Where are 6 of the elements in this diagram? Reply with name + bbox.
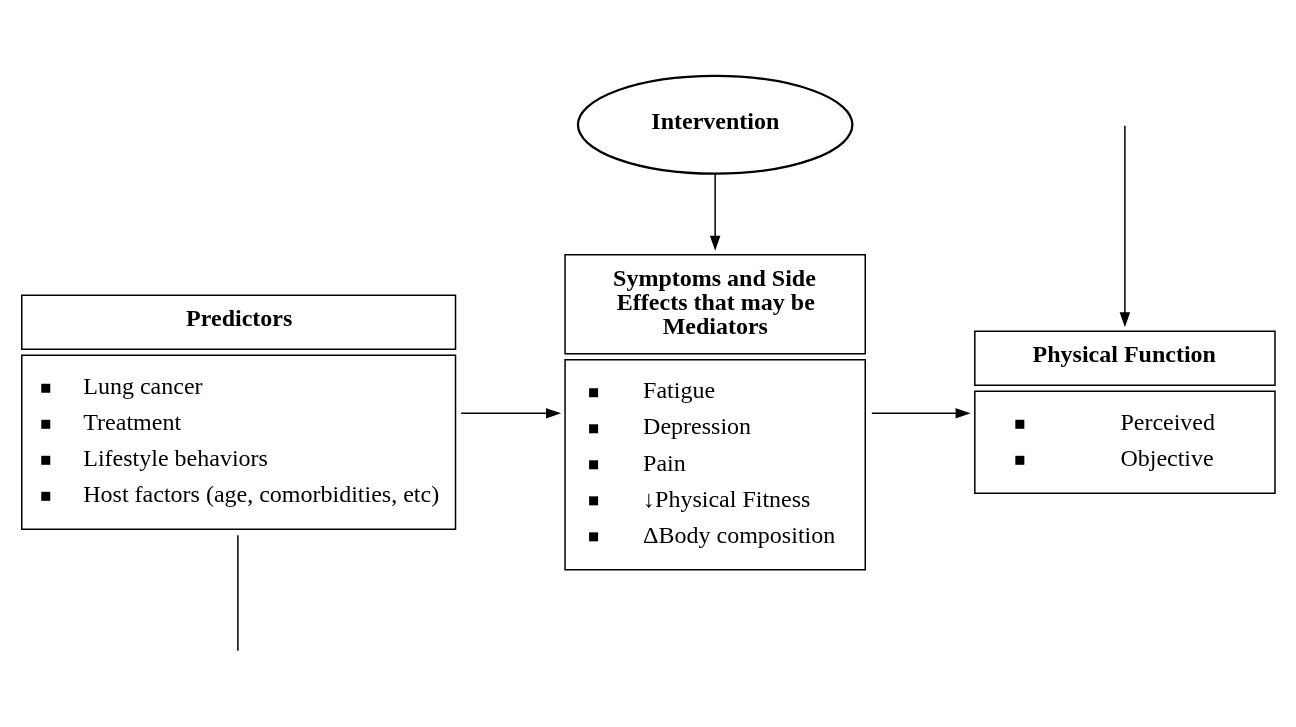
node-ellipse: Intervention [576,74,854,175]
arrow [871,407,971,419]
arrow [1119,124,1131,327]
connector [237,534,239,652]
arrow [709,173,721,251]
arrow [460,407,562,419]
